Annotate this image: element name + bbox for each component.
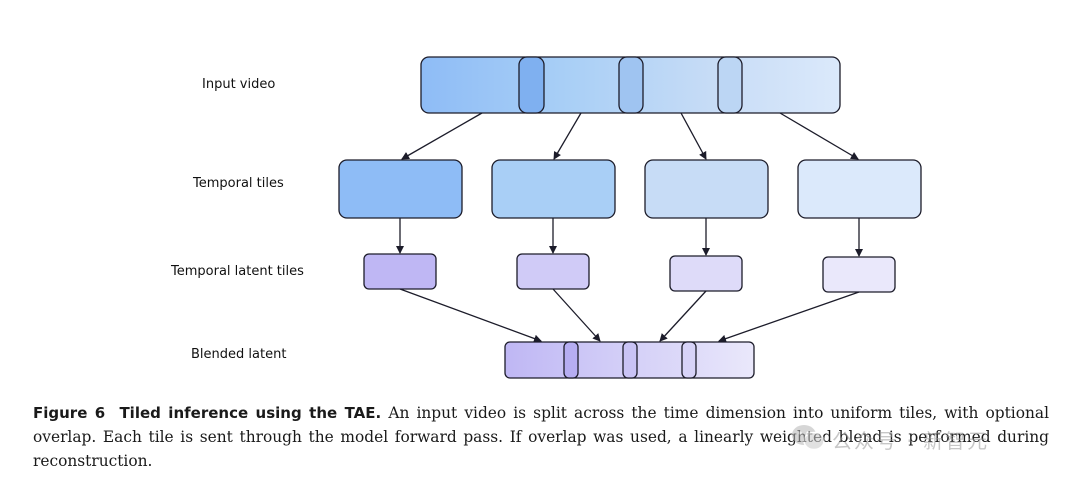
blend-overlap-1 xyxy=(563,341,579,379)
figure-number: Figure 6 xyxy=(33,404,106,422)
label-input-video: Input video xyxy=(202,77,275,92)
arrow-input-tile-4 xyxy=(779,112,859,160)
temporal-tiles xyxy=(338,159,922,219)
arrow-latent-blend-1 xyxy=(399,288,542,343)
figure-title: Tiled inference using the TAE. xyxy=(119,404,382,422)
latent-tile-4 xyxy=(822,256,896,293)
arrow-input-tile-1 xyxy=(401,112,483,160)
temporal-tile-2 xyxy=(491,159,616,219)
blended-latent-bar xyxy=(504,341,755,379)
blend-overlap-2 xyxy=(622,341,638,379)
input-overlap-1 xyxy=(518,56,545,114)
label-temporal-tiles: Temporal tiles xyxy=(192,176,284,191)
input-overlap-2 xyxy=(618,56,644,114)
input-overlap-3 xyxy=(717,56,743,114)
latent-tile-3 xyxy=(669,255,743,292)
arrow-input-tile-2 xyxy=(553,112,582,160)
arrow-input-tile-3 xyxy=(680,112,707,160)
watermark-text: 公众号 · 新智元 xyxy=(832,429,990,453)
watermark: 公众号 · 新智元 xyxy=(790,421,1050,455)
arrows-latents-to-blend xyxy=(399,288,860,343)
arrow-latent-blend-2 xyxy=(552,288,601,342)
latent-tile-2 xyxy=(516,253,590,290)
arrow-latent-blend-3 xyxy=(659,290,707,342)
temporal-tile-4 xyxy=(797,159,922,219)
temporal-tile-1 xyxy=(338,159,463,219)
temporal-tile-3 xyxy=(644,159,769,219)
temporal-latent-tiles xyxy=(363,253,896,293)
arrows-tiles-to-latents xyxy=(396,218,863,257)
label-blended-latent: Blended latent xyxy=(191,347,286,362)
tiled-inference-diagram: Input video Temporal tiles Temporal late… xyxy=(170,56,922,379)
arrows-input-to-tiles xyxy=(401,112,859,160)
wechat-logo-icon xyxy=(792,425,825,451)
blend-overlap-3 xyxy=(681,341,697,379)
input-video-bar xyxy=(420,56,841,114)
label-temporal-latent-tiles: Temporal latent tiles xyxy=(170,264,304,279)
latent-tile-1 xyxy=(363,253,437,290)
arrow-latent-blend-4 xyxy=(718,291,860,343)
